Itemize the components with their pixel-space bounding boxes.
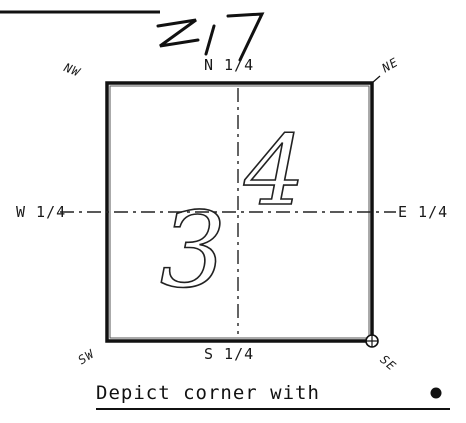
caption-text: Depict corner with	[96, 382, 320, 404]
section-number-left: 3	[160, 189, 226, 311]
handwritten-header-strokes	[156, 12, 265, 62]
north-quarter-label: N 1/4	[204, 56, 255, 74]
ne-leader-line	[371, 75, 381, 84]
se-corner-marker	[365, 334, 379, 348]
section-number-right: 4	[243, 115, 305, 227]
south-quarter-label: S 1/4	[204, 345, 255, 363]
west-quarter-label: W 1/4	[16, 203, 67, 221]
east-quarter-label: E 1/4	[398, 203, 449, 221]
filled-corner-dot-icon	[430, 387, 442, 399]
